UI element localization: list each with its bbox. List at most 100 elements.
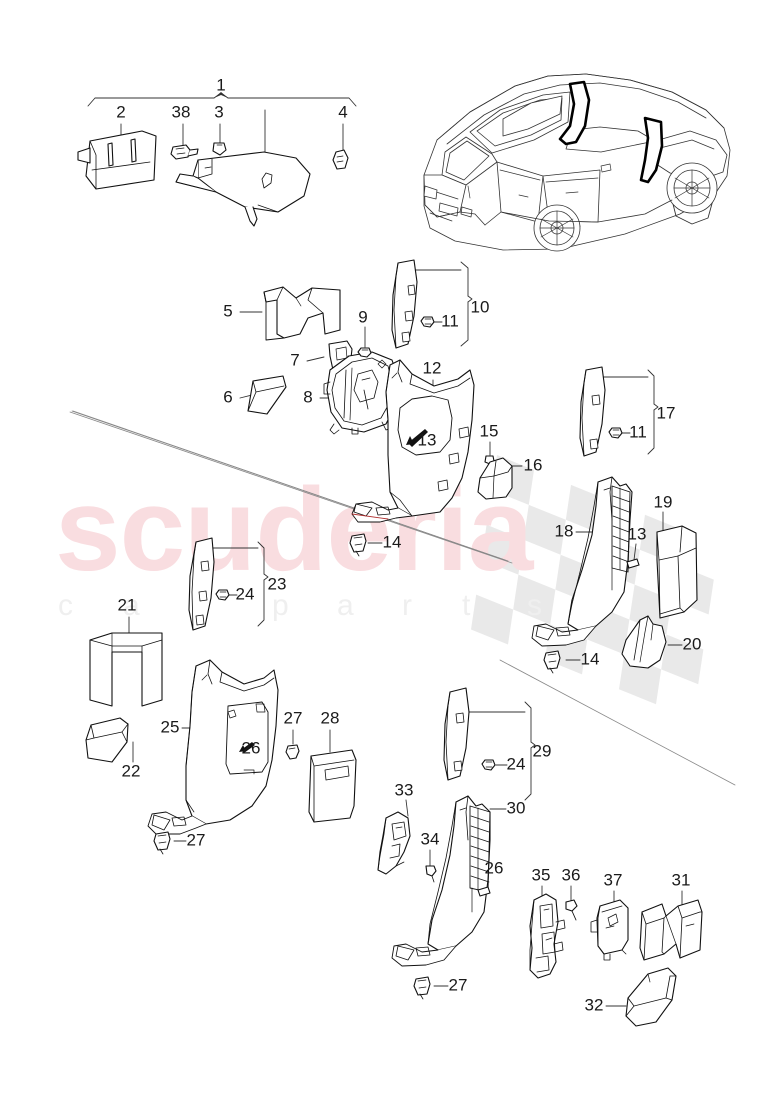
bracket-part-23	[257, 541, 269, 627]
part-37-shape	[590, 899, 629, 961]
callout-23: 23	[268, 574, 287, 593]
callout-29: 29	[533, 741, 552, 760]
callout-8: 8	[303, 387, 312, 406]
callout-24-l: 24	[236, 584, 255, 603]
callout-3: 3	[214, 102, 223, 121]
bracket-part-17	[647, 369, 659, 455]
part-27-shape-lr	[413, 976, 431, 1000]
callout-11-a: 11	[441, 311, 459, 330]
callout-33: 33	[395, 780, 414, 799]
callout-5: 5	[223, 301, 232, 320]
callout-9: 9	[358, 307, 367, 326]
callout-18: 18	[555, 521, 574, 540]
part-28-shape	[308, 749, 357, 823]
callout-27-lr: 27	[449, 975, 468, 994]
leader-lines-lower-right	[405, 711, 683, 1007]
part-14-shape-c	[543, 650, 561, 674]
svg-text:a: a	[337, 589, 354, 622]
part-35-shape	[529, 893, 566, 979]
section-divider	[71, 410, 509, 562]
svg-text:p: p	[272, 589, 289, 622]
callout-31: 31	[672, 870, 691, 889]
part-38-shape	[170, 144, 199, 160]
part-27-shape-lower	[153, 831, 171, 855]
callout-36: 36	[562, 865, 581, 884]
callout-6: 6	[223, 387, 232, 406]
callout-28: 28	[321, 708, 340, 727]
callout-35: 35	[532, 865, 551, 884]
section-divider-2	[69, 411, 513, 564]
callout-24-r: 24	[507, 754, 526, 773]
callout-16: 16	[524, 455, 543, 474]
part-2-shape	[77, 130, 157, 190]
callout-37: 37	[604, 870, 623, 889]
part-24-shape-left	[215, 589, 230, 601]
part-3-shape	[212, 142, 227, 156]
vehicle-illustration	[423, 73, 731, 252]
svg-text:c: c	[58, 589, 73, 622]
highlight-b-pillar	[558, 80, 591, 146]
callout-25: 25	[161, 717, 180, 736]
callout-19: 19	[654, 492, 673, 511]
callout-15: 15	[480, 421, 499, 440]
part-17-shape	[579, 366, 606, 457]
part-26-shape-right	[477, 886, 491, 897]
callout-2: 2	[116, 102, 125, 121]
callout-21: 21	[118, 595, 137, 614]
part-4-shape	[332, 149, 349, 170]
part-16-shape	[477, 457, 513, 500]
part-18-shape	[531, 476, 633, 647]
part-24-shape-right	[481, 759, 496, 771]
callout-14-c: 14	[581, 649, 600, 668]
section-divider-3	[499, 659, 736, 786]
part-27-shape-upper	[285, 744, 300, 760]
leader-lines-c-pillar	[565, 511, 683, 661]
callout-27-u: 27	[284, 708, 303, 727]
part-36-shape	[565, 899, 578, 921]
svg-text:a: a	[123, 589, 140, 622]
callout-14-b: 14	[383, 532, 402, 551]
callout-1: 1	[216, 75, 225, 94]
bracket-part-1	[87, 92, 357, 107]
part-14-shape-b	[349, 533, 367, 557]
callout-34: 34	[421, 829, 440, 848]
callout-7: 7	[290, 350, 299, 369]
part-29-shape	[443, 687, 470, 781]
callout-12: 12	[423, 358, 442, 377]
svg-text:r: r	[402, 589, 412, 622]
part-9-shape	[357, 347, 372, 358]
part-23-shape	[188, 537, 215, 631]
part-22-shape	[85, 717, 129, 763]
callout-11-r: 11	[629, 422, 647, 441]
bracket-part-29	[524, 701, 536, 801]
callout-30: 30	[507, 798, 526, 817]
part-34-shape	[425, 865, 437, 883]
callout-32: 32	[585, 995, 604, 1014]
highlight-c-pillar	[639, 116, 664, 184]
part-10-shape	[391, 259, 418, 349]
part-19-shape	[656, 525, 698, 619]
callout-26-l: 26	[242, 738, 261, 757]
part-30-shape	[391, 795, 491, 967]
part-11-shape-right	[608, 427, 623, 439]
callout-10: 10	[471, 297, 490, 316]
callout-38: 38	[172, 102, 191, 121]
part-25-shape	[147, 659, 279, 835]
callout-20: 20	[683, 634, 702, 653]
callout-17: 17	[657, 403, 676, 422]
bracket-part-10	[460, 261, 473, 347]
callout-27-l: 27	[187, 830, 206, 849]
part-12-shape	[351, 359, 475, 523]
part-13-shape-c	[626, 558, 640, 569]
callout-4: 4	[338, 102, 347, 121]
part-31-shape	[639, 899, 703, 961]
callout-13-c: 13	[628, 524, 647, 543]
svg-text:t: t	[462, 589, 471, 622]
part-21-shape	[89, 632, 163, 707]
part-5-shape	[263, 286, 341, 341]
callout-22: 22	[122, 761, 141, 780]
part-20-shape	[621, 615, 667, 669]
part-32-shape	[625, 967, 677, 1027]
